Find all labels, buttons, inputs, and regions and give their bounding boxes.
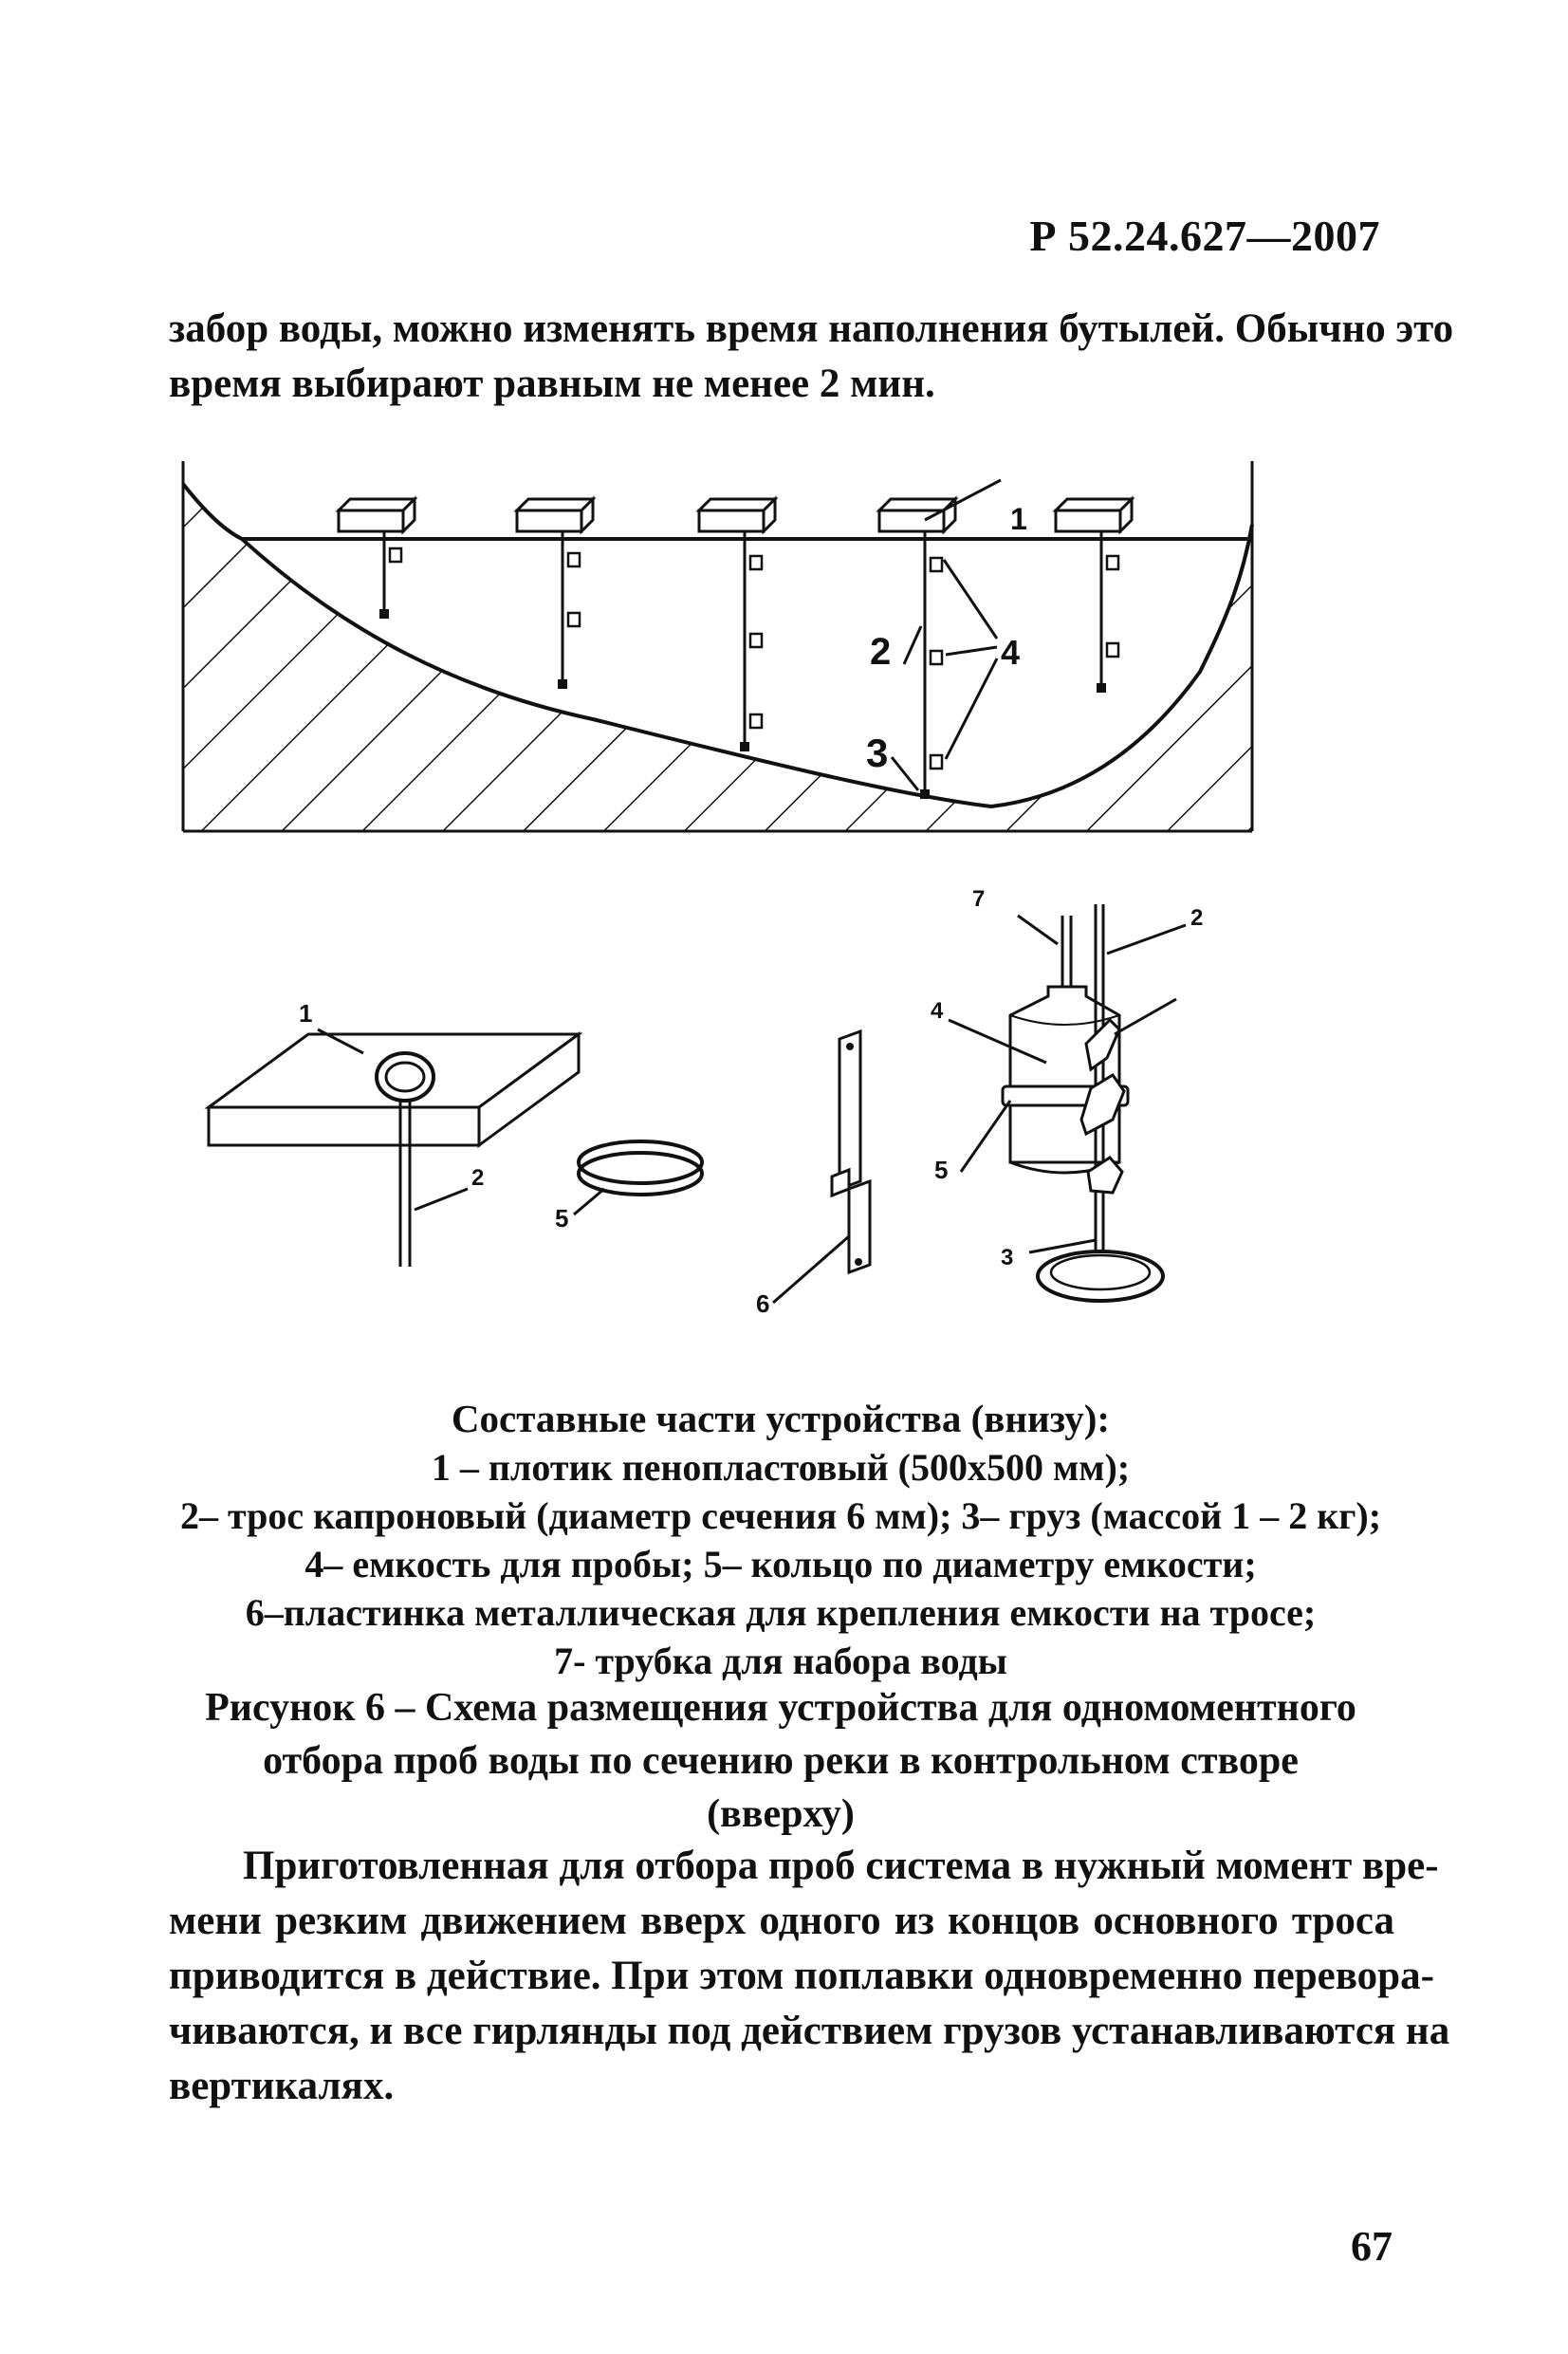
metal-plate-component bbox=[830, 1029, 872, 1275]
foam-float-plate bbox=[204, 1031, 583, 1148]
leader-line-4b bbox=[945, 645, 998, 657]
intro-paragraph: забор воды, можно изменять время наполне… bbox=[169, 302, 1454, 412]
body-line: приводится в действие. При этом поплавки… bbox=[169, 1954, 1434, 1998]
intro-line: время выбирают равным не менее 2 мин. bbox=[169, 361, 935, 406]
leader-line-5a bbox=[573, 1187, 605, 1216]
body-paragraph: Приготовленная для отбора проб система в… bbox=[169, 1839, 1450, 2114]
body-line: мени резким движением вверх одного из ко… bbox=[169, 1899, 1394, 1943]
body-line: Приготовленная для отбора проб система в… bbox=[243, 1844, 1439, 1888]
garland-1 bbox=[379, 531, 403, 619]
legend-item: 2– трос капроновый (диаметр сечения 6 мм… bbox=[179, 1494, 1382, 1537]
leader-line-2 bbox=[902, 625, 923, 665]
legend-item: 6–пластинка металлическая для крепления … bbox=[245, 1591, 1317, 1634]
garland-3 bbox=[740, 531, 764, 751]
intro-line: забор воды, можно изменять время наполне… bbox=[169, 306, 1454, 351]
leader-line-4 bbox=[948, 1018, 1047, 1065]
ring-component bbox=[577, 1140, 704, 1196]
sampling-tube bbox=[1061, 916, 1073, 987]
plate-clips bbox=[1079, 1017, 1126, 1195]
leader-line-3 bbox=[890, 756, 920, 791]
legend-title: Составные части устройства (внизу): bbox=[451, 1397, 1111, 1440]
label-1: 1 bbox=[1010, 502, 1027, 536]
document-code: Р 52.24.627—2007 bbox=[1029, 212, 1380, 260]
leader-line-7 bbox=[1017, 914, 1059, 946]
leader-line-1 bbox=[924, 478, 1002, 522]
riverbed-outline bbox=[181, 482, 1254, 809]
body-line: вертикалях. bbox=[169, 2064, 395, 2108]
legend-item: 7- трубка для набора воды bbox=[554, 1640, 1007, 1682]
leader-line-fig-right bbox=[1114, 997, 1177, 1036]
float-2 bbox=[513, 495, 597, 535]
garland-2 bbox=[558, 531, 581, 689]
label-2b: 2 bbox=[1190, 905, 1203, 931]
rope-under-plate bbox=[398, 1101, 412, 1267]
caption-line: (вверху) bbox=[707, 1792, 855, 1836]
caption-line: отбора проб воды по сечению реки в контр… bbox=[263, 1739, 1299, 1783]
label-4: 4 bbox=[931, 998, 944, 1024]
label-6: 6 bbox=[756, 1289, 769, 1318]
label-5a: 5 bbox=[555, 1204, 568, 1233]
leader-line-2a bbox=[414, 1187, 469, 1212]
label-5b: 5 bbox=[934, 1156, 948, 1184]
label-2: 2 bbox=[870, 631, 891, 673]
label-7: 7 bbox=[972, 887, 985, 912]
label-3: 3 bbox=[1001, 1245, 1013, 1270]
garland-5 bbox=[1097, 531, 1120, 693]
leader-line-1 bbox=[317, 1028, 364, 1055]
body-line: чиваются, и все гирлянды под действием г… bbox=[169, 2009, 1450, 2053]
float-5 bbox=[1052, 495, 1135, 535]
device-components-diagram: 1 2 5 6 bbox=[204, 887, 1203, 1318]
float-3 bbox=[695, 495, 779, 535]
legend-item: 4– емкость для пробы; 5– кольцо по диаме… bbox=[304, 1543, 1257, 1585]
label-3: 3 bbox=[866, 731, 888, 775]
label-2a: 2 bbox=[471, 1165, 484, 1191]
figure-legend: Составные части устройства (внизу): 1 – … bbox=[169, 1395, 1393, 1685]
leader-line-2b bbox=[1106, 923, 1187, 955]
garland-4 bbox=[920, 531, 944, 799]
float-1 bbox=[335, 495, 418, 535]
leader-line-3 bbox=[1028, 1238, 1097, 1254]
weight-disc bbox=[1036, 1250, 1165, 1303]
leader-line-4a bbox=[942, 559, 999, 639]
leader-line-4c bbox=[944, 658, 999, 760]
label-1: 1 bbox=[299, 999, 312, 1028]
page-number: 67 bbox=[1351, 2223, 1393, 2270]
legend-item: 1 – плотик пенопластовый (500х500 мм); bbox=[431, 1446, 1131, 1489]
river-cross-section-diagram: 1 2 4 3 bbox=[181, 461, 1254, 833]
caption-line: Рисунок 6 – Схема размещения устройства … bbox=[205, 1686, 1356, 1730]
leader-line-5b bbox=[959, 1100, 1012, 1173]
figure-caption: Рисунок 6 – Схема размещения устройства … bbox=[169, 1681, 1393, 1841]
float-4 bbox=[876, 495, 959, 535]
leader-line-6 bbox=[772, 1234, 850, 1305]
label-4: 4 bbox=[1001, 633, 1020, 672]
